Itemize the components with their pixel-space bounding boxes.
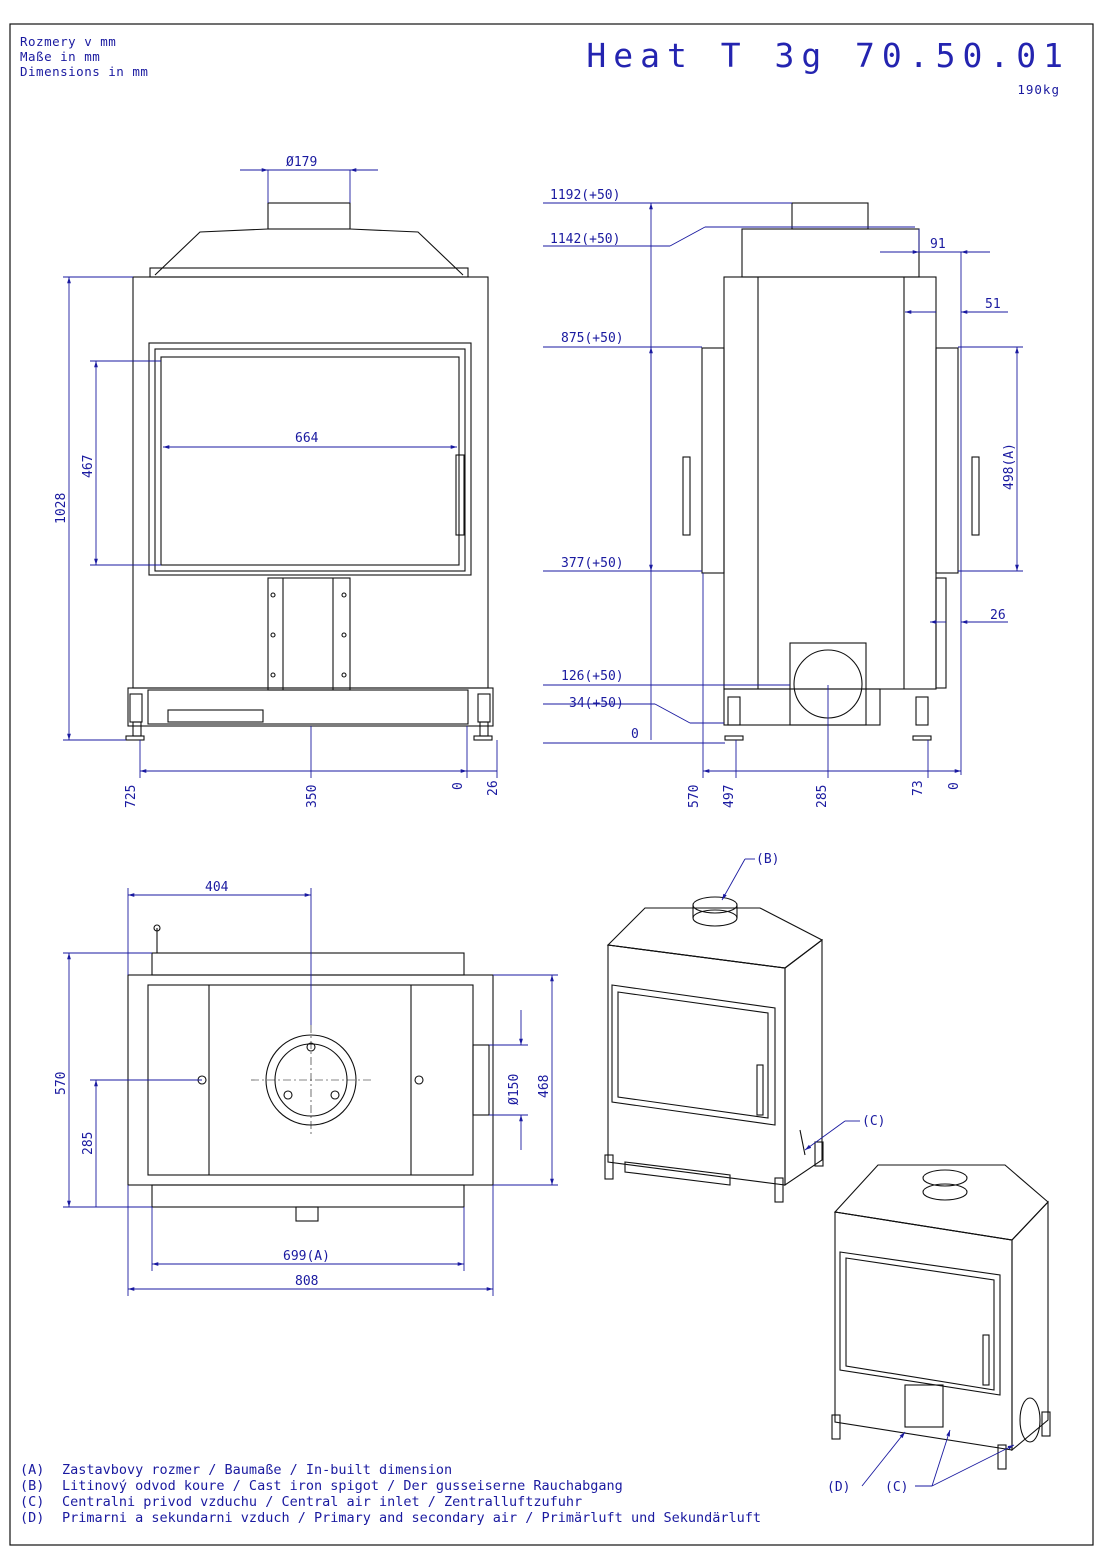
units-german: Maße in mm — [20, 49, 101, 64]
top-dimension-labels: 404 570 285 Ø150 468 699(A) 808 — [54, 880, 552, 1289]
depth-51-label: 51 — [985, 297, 1001, 312]
height-1142-label: 1142(+50) — [550, 232, 620, 247]
width-699a-label: 699(A) — [283, 1249, 330, 1264]
base-0-label: 0 — [451, 782, 466, 790]
depth-285-label: 285 — [81, 1132, 96, 1155]
height-126-label: 126(+50) — [561, 669, 624, 684]
height-34-label: 34(+50) — [569, 696, 624, 711]
top-view — [127, 924, 494, 1222]
base-73-label: 73 — [911, 780, 926, 796]
base-26-label: 26 — [486, 780, 501, 796]
sheet-border — [9, 23, 1094, 1546]
legend-row-b: (B)Litinový odvod koure / Cast iron spig… — [20, 1478, 623, 1494]
side-view — [682, 202, 980, 741]
depth-26-label: 26 — [990, 608, 1006, 623]
base-570-label: 570 — [687, 785, 702, 808]
front-view — [125, 202, 494, 741]
callout-d-label: (D) — [827, 1480, 850, 1495]
height-0-label: 0 — [631, 727, 639, 742]
height-875-label: 875(+50) — [561, 331, 624, 346]
base-285-label: 285 — [815, 785, 830, 808]
callout-b-label: (B) — [756, 852, 779, 867]
legend-row-c: (C)Centralni privod vzduchu / Central ai… — [20, 1494, 583, 1510]
isometric-view-upper — [604, 896, 824, 1203]
mass-label: 190kg — [1017, 82, 1060, 97]
inlet-diameter-label: Ø150 — [507, 1074, 522, 1105]
legend-row-a: (A)Zastavbovy rozmer / Baumaße / In-buil… — [20, 1462, 453, 1478]
width-808-label: 808 — [295, 1274, 318, 1289]
callout-labels: (B) (C) (C) (D) — [756, 852, 908, 1495]
legend: (A)Zastavbovy rozmer / Baumaße / In-buil… — [20, 1462, 761, 1526]
height-1192-label: 1192(+50) — [550, 188, 620, 203]
isometric-view-lower — [831, 1164, 1051, 1470]
front-dimension-labels: Ø179 664 467 1028 725 350 0 26 — [54, 155, 501, 808]
depth-91-label: 91 — [930, 237, 946, 252]
base-350-label: 350 — [305, 785, 320, 808]
legend-row-d: (D)Primarni a sekundarni vzduch / Primar… — [20, 1510, 761, 1526]
glass-height-label: 467 — [81, 455, 96, 478]
base-725-label: 725 — [124, 785, 139, 808]
depth-498a-label: 498(A) — [1002, 443, 1017, 490]
depth-468-label: 468 — [537, 1075, 552, 1098]
total-height-label: 1028 — [54, 493, 69, 524]
top-dimensions — [63, 888, 558, 1296]
units-czech: Rozmery v mm — [20, 34, 117, 49]
front-dimensions — [63, 168, 498, 778]
model-title: Heat T 3g 70.50.01 — [586, 36, 1070, 75]
side-dimension-labels: 1192(+50) 1142(+50) 875(+50) 377(+50) 12… — [550, 188, 1017, 808]
height-377-label: 377(+50) — [561, 556, 624, 571]
depth-570-label: 570 — [54, 1072, 69, 1095]
top-view-centerlines — [251, 1025, 371, 1135]
flue-diameter-label: Ø179 — [286, 155, 317, 170]
glass-width-label: 664 — [295, 431, 319, 446]
callout-c-lower-label: (C) — [885, 1480, 908, 1495]
side-dimensions — [543, 202, 1023, 778]
callout-leaders — [721, 858, 1015, 1487]
units-english: Dimensions in mm — [20, 64, 149, 79]
base-0-side-label: 0 — [947, 782, 962, 790]
callout-c-upper-label: (C) — [862, 1114, 885, 1129]
width-404-label: 404 — [205, 880, 229, 895]
base-497-label: 497 — [722, 785, 737, 808]
